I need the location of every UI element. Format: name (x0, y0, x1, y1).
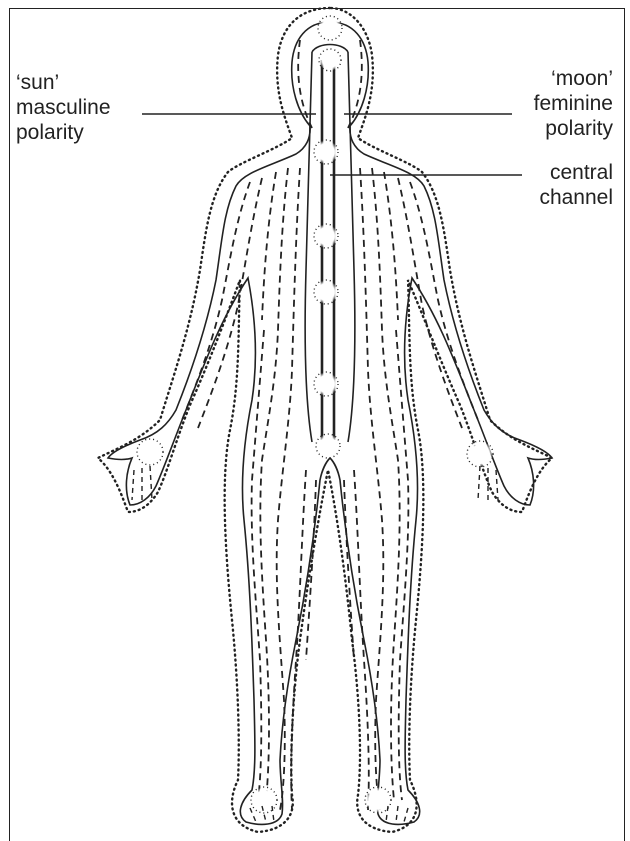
left-foot-chakra (251, 787, 277, 813)
moon-label-line-2: feminine (534, 91, 613, 116)
chakra-points (137, 16, 493, 813)
sun-label-line-1: ‘sun’ (16, 70, 111, 95)
right-hand-chakra (467, 441, 493, 467)
root-chakra (316, 434, 340, 458)
moon-feminine-polarity-label: ‘moon’ feminine polarity (534, 66, 613, 141)
solar-plexus-chakra (314, 280, 338, 304)
throat-chakra (314, 140, 338, 164)
channel-label-line-1: central (539, 160, 613, 185)
sun-masculine-polarity-label: ‘sun’ masculine polarity (16, 70, 111, 145)
crown-chakra (318, 16, 342, 40)
aura-outline (98, 8, 552, 832)
third-eye-chakra (319, 49, 341, 71)
left-hand-chakra (137, 439, 163, 465)
central-channel-label: central channel (539, 160, 613, 210)
moon-label-line-1: ‘moon’ (534, 66, 613, 91)
sun-label-line-2: masculine (16, 95, 111, 120)
sun-label-line-3: polarity (16, 120, 111, 145)
sacral-chakra (314, 372, 338, 396)
channel-label-line-2: channel (539, 185, 613, 210)
moon-label-line-3: polarity (534, 116, 613, 141)
heart-chakra (314, 224, 338, 248)
